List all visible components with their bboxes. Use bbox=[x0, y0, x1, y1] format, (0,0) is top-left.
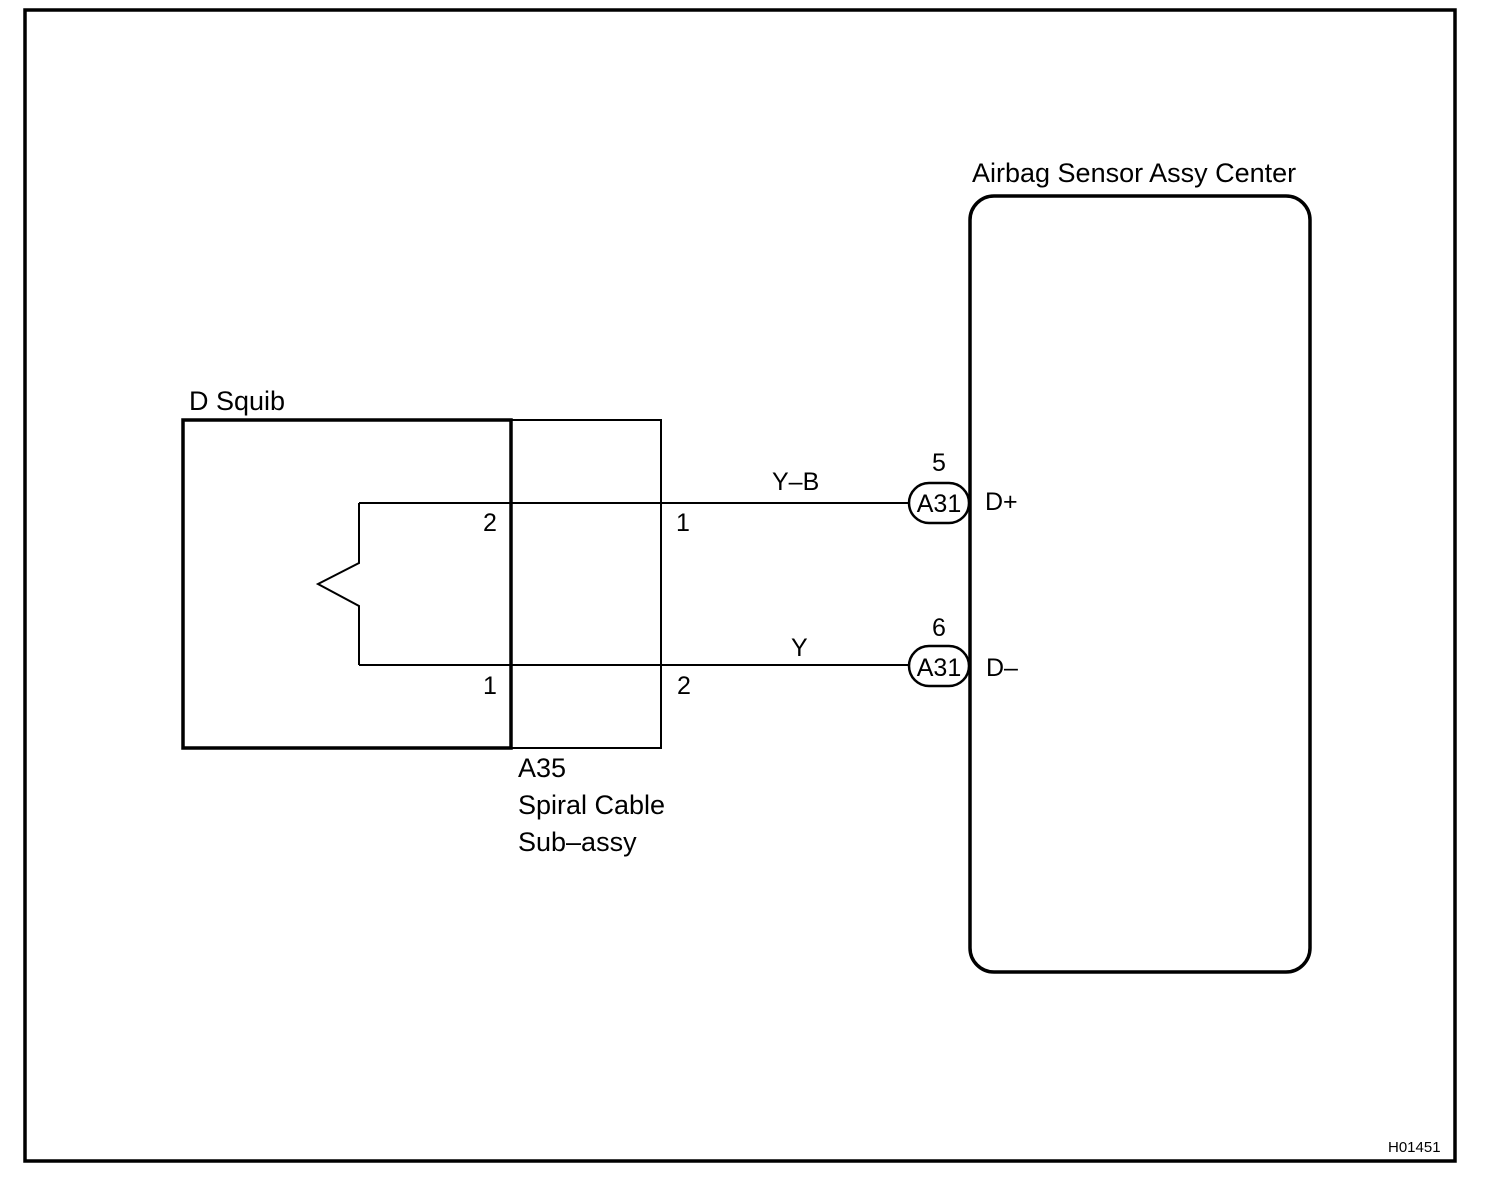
terminal-d-minus: D– bbox=[986, 654, 1018, 682]
squib-pin-top: 2 bbox=[483, 509, 497, 537]
connector-a31-top-label: A31 bbox=[917, 490, 961, 518]
spiral-pin-bottom: 2 bbox=[677, 672, 691, 700]
figure-id: H01451 bbox=[1388, 1139, 1441, 1156]
spiral-cable-box bbox=[510, 419, 662, 749]
squib-label: D Squib bbox=[189, 386, 285, 416]
squib-box bbox=[181, 418, 513, 750]
diagram-frame bbox=[23, 8, 1457, 1163]
airbag-sensor-label: Airbag Sensor Assy Center bbox=[972, 158, 1296, 188]
airbag-sensor-box bbox=[968, 194, 1312, 974]
terminal-d-plus: D+ bbox=[985, 488, 1018, 516]
squib-element bbox=[315, 503, 360, 665]
spiral-pin-top: 1 bbox=[676, 509, 690, 537]
connector-a31-top bbox=[907, 481, 971, 525]
connector-pin-bottom: 6 bbox=[932, 614, 946, 642]
wire-color-top: Y–B bbox=[772, 468, 819, 496]
spiral-cable-name-line2: Sub–assy bbox=[518, 827, 637, 857]
connector-a31-bottom bbox=[907, 644, 971, 688]
spiral-cable-name-line1: Spiral Cable bbox=[518, 790, 665, 820]
wire-color-bottom: Y bbox=[791, 634, 808, 662]
connector-pin-top: 5 bbox=[932, 449, 946, 477]
spiral-cable-code: A35 bbox=[518, 753, 566, 783]
squib-pin-bottom: 1 bbox=[483, 672, 497, 700]
connector-a31-bottom-label: A31 bbox=[917, 654, 961, 682]
